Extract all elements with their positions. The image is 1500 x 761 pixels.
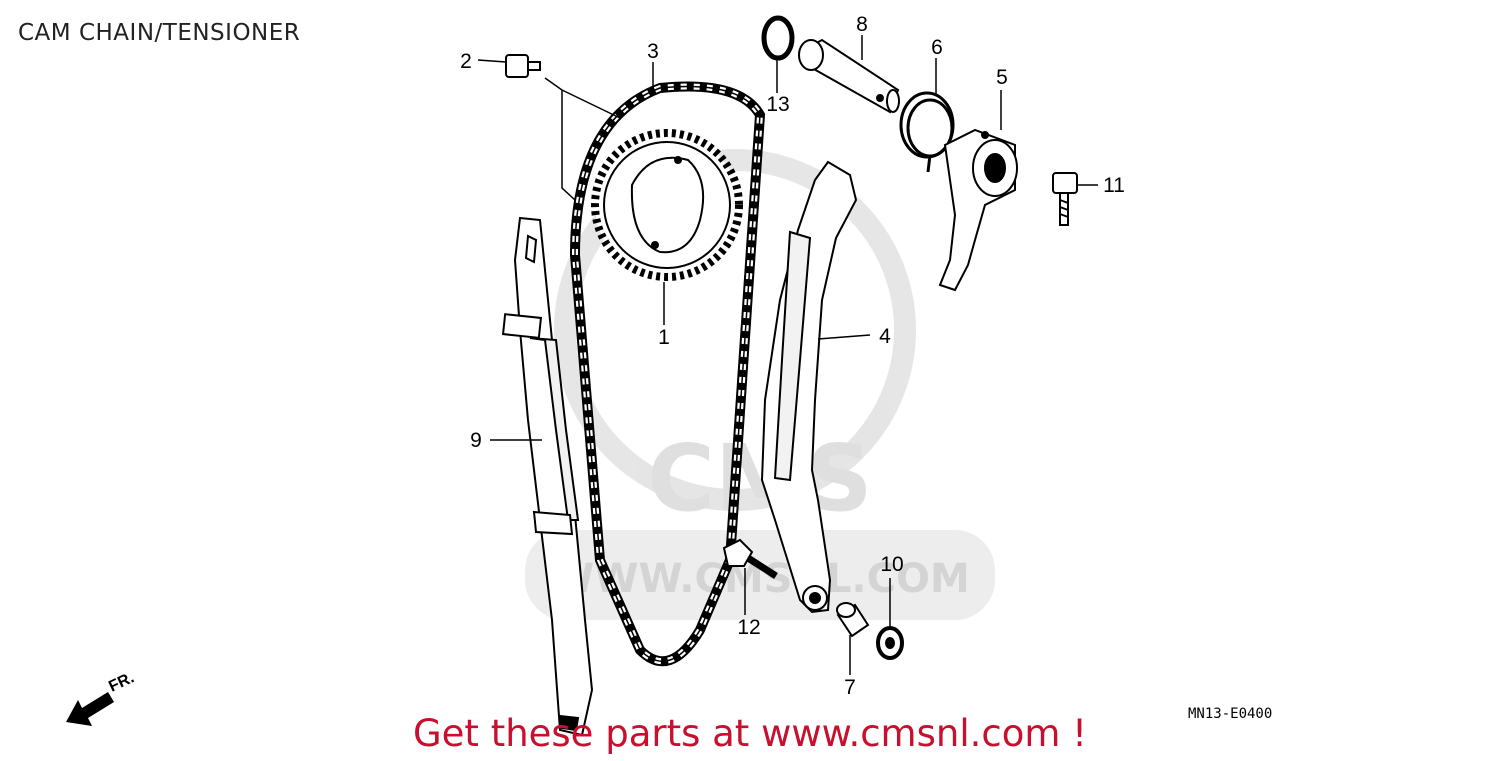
callout-13: 13 bbox=[766, 93, 789, 116]
cam-chain-part bbox=[569, 81, 766, 667]
watermark-logo-text: CMS bbox=[647, 425, 872, 532]
washer-part bbox=[876, 626, 904, 660]
tensioner-arm-part bbox=[760, 160, 858, 614]
collar-part bbox=[836, 602, 870, 638]
tensioner-shaft-part bbox=[798, 38, 900, 114]
callout-12: 12 bbox=[737, 616, 760, 639]
callout-8: 8 bbox=[856, 13, 868, 36]
leader-lines bbox=[477, 35, 1098, 675]
callout-10: 10 bbox=[880, 553, 903, 576]
promo-banner-link[interactable]: Get these parts at www.cmsnl.com ! bbox=[412, 712, 1087, 755]
diagram-title: CAM CHAIN/TENSIONER bbox=[18, 20, 301, 46]
bolt-12-part bbox=[722, 538, 778, 579]
callout-3: 3 bbox=[647, 40, 659, 63]
callout-7: 7 bbox=[844, 676, 856, 699]
callout-9: 9 bbox=[470, 429, 482, 452]
callout-1: 1 bbox=[658, 326, 670, 349]
chain-guide-part bbox=[501, 216, 594, 737]
callout-5: 5 bbox=[996, 66, 1008, 89]
callout-4: 4 bbox=[879, 325, 891, 348]
callout-11: 11 bbox=[1103, 174, 1125, 197]
callout-2: 2 bbox=[460, 50, 472, 73]
callout-6: 6 bbox=[931, 36, 943, 59]
direction-label: FR. bbox=[106, 669, 137, 695]
tensioner-lifter-part bbox=[938, 128, 1018, 292]
bolt-11-part bbox=[1052, 172, 1078, 226]
bolt-2-part bbox=[505, 54, 541, 78]
diagram-code: MN13-E0400 bbox=[1188, 706, 1273, 722]
o-ring-part bbox=[761, 15, 795, 61]
tensioner-spring-part bbox=[899, 91, 955, 173]
cam-sprocket-part bbox=[591, 129, 743, 281]
